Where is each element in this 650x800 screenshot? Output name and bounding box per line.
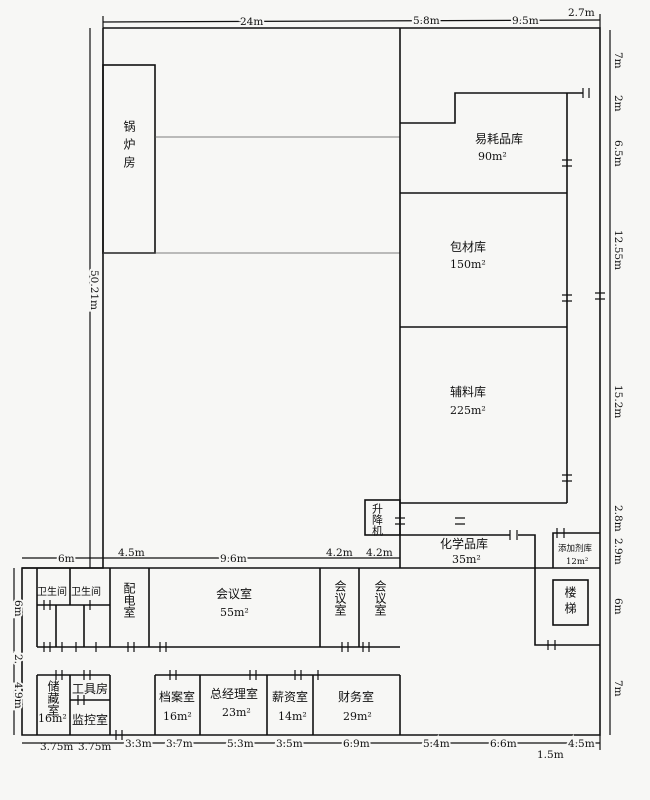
dim-right-6: 2.9m bbox=[612, 538, 624, 565]
room-payroll: 薪资室 bbox=[272, 689, 308, 704]
room-archive: 档案室 bbox=[159, 689, 195, 704]
room-finance: 财务室 bbox=[338, 689, 374, 704]
dim-office-top-0: 6m bbox=[58, 553, 75, 565]
room-chemicals-area: 35m² bbox=[452, 553, 481, 566]
dim-right-4: 15.2m bbox=[612, 385, 624, 418]
room-labels: 锅炉房 锅炉房 易耗品库 90m² 包材库 150m² 辅料库 225m² 升降… bbox=[37, 119, 593, 727]
walls bbox=[21, 27, 601, 736]
dim-right-0: 7m bbox=[612, 52, 624, 69]
dim-bottom-0: 3.75m bbox=[40, 741, 73, 753]
room-archive-area: 16m² bbox=[163, 710, 192, 723]
room-chemicals: 化学品库 bbox=[440, 536, 488, 551]
dim-right-5: 2.8m bbox=[612, 505, 624, 532]
room-tools: 工具房 bbox=[72, 681, 108, 696]
dim-top-3: 2.7m bbox=[568, 7, 595, 19]
room-power: 配电室 bbox=[122, 582, 136, 618]
room-restroom-1: 卫生间 bbox=[37, 585, 67, 598]
dim-office-top-1: 4.5m bbox=[118, 547, 145, 559]
room-auxiliary-area: 225m² bbox=[450, 404, 486, 417]
dim-bottom-8: 6.6m bbox=[490, 738, 517, 750]
dim-bottom-1: 3.75m bbox=[78, 741, 111, 753]
dim-top-0: 24m bbox=[240, 16, 263, 28]
room-gm-area: 23m² bbox=[222, 706, 251, 719]
dim-right-2: 6.5m bbox=[612, 140, 624, 167]
room-packaging-area: 150m² bbox=[450, 258, 486, 271]
room-additives-area: 12m² bbox=[566, 557, 588, 567]
room-packaging: 包材库 bbox=[450, 239, 486, 254]
dim-right-7: 6m bbox=[612, 598, 624, 615]
dim-right-8: 7m bbox=[612, 680, 624, 697]
room-additives: 添加剂库 bbox=[558, 543, 593, 554]
dim-top-1: 5.8m bbox=[413, 15, 440, 27]
dim-bottom-6: 6.9m bbox=[343, 738, 370, 750]
dim-office-left-2: 4.9m bbox=[12, 682, 24, 709]
dim-office-left-0: 6m bbox=[12, 600, 24, 617]
room-consumables-area: 90m² bbox=[478, 150, 507, 163]
dim-bottom-2: 3.3m bbox=[125, 738, 152, 750]
dimension-labels: 24m 5.8m 9.5m 2.7m 7m 2m 6.5m 12.55m 15.… bbox=[10, 7, 624, 761]
room-meeting-2: 会议室 bbox=[333, 580, 347, 616]
room-gm: 总经理室 bbox=[210, 686, 258, 701]
room-consumables: 易耗品库 bbox=[475, 131, 523, 146]
dim-office-top-4: 4.2m bbox=[366, 547, 393, 559]
dim-bottom-9: 1.5m bbox=[537, 749, 564, 761]
room-boiler-label: 锅炉房 bbox=[122, 119, 136, 174]
dim-bottom-7: 5.4m bbox=[423, 738, 450, 750]
room-finance-area: 29m² bbox=[343, 710, 372, 723]
dimension-lines bbox=[13, 14, 611, 750]
dim-bottom-5: 3.5m bbox=[276, 738, 303, 750]
room-meeting-3: 会议室 bbox=[373, 580, 387, 616]
dim-bottom-4: 5.3m bbox=[227, 738, 254, 750]
room-elevator: 升降机 bbox=[371, 503, 384, 536]
doors bbox=[43, 88, 605, 740]
dim-office-left-1: 2. bbox=[12, 654, 24, 664]
dim-bottom-3: 3.7m bbox=[166, 738, 193, 750]
room-restroom-2: 卫生间 bbox=[71, 585, 101, 598]
room-storage-area: 16m² bbox=[38, 712, 67, 725]
room-monitor: 监控室 bbox=[72, 712, 108, 727]
dim-office-top-2: 9.6m bbox=[220, 553, 247, 565]
dim-top-2: 9.5m bbox=[512, 15, 539, 27]
dim-bottom-10: 4.5m bbox=[568, 738, 595, 750]
dim-office-top-3: 4.2m bbox=[326, 547, 353, 559]
dim-left-main: 50.21m bbox=[88, 270, 100, 310]
room-meeting-main: 会议室 bbox=[216, 586, 252, 601]
room-payroll-area: 14m² bbox=[278, 710, 307, 723]
dim-right-3: 12.55m bbox=[612, 230, 624, 270]
room-meeting-main-area: 55m² bbox=[220, 606, 249, 619]
dim-right-1: 2m bbox=[612, 95, 624, 112]
room-storage: 储藏室 bbox=[46, 679, 60, 716]
room-auxiliary: 辅料库 bbox=[450, 384, 486, 399]
room-stairs: 楼梯 bbox=[563, 585, 577, 618]
